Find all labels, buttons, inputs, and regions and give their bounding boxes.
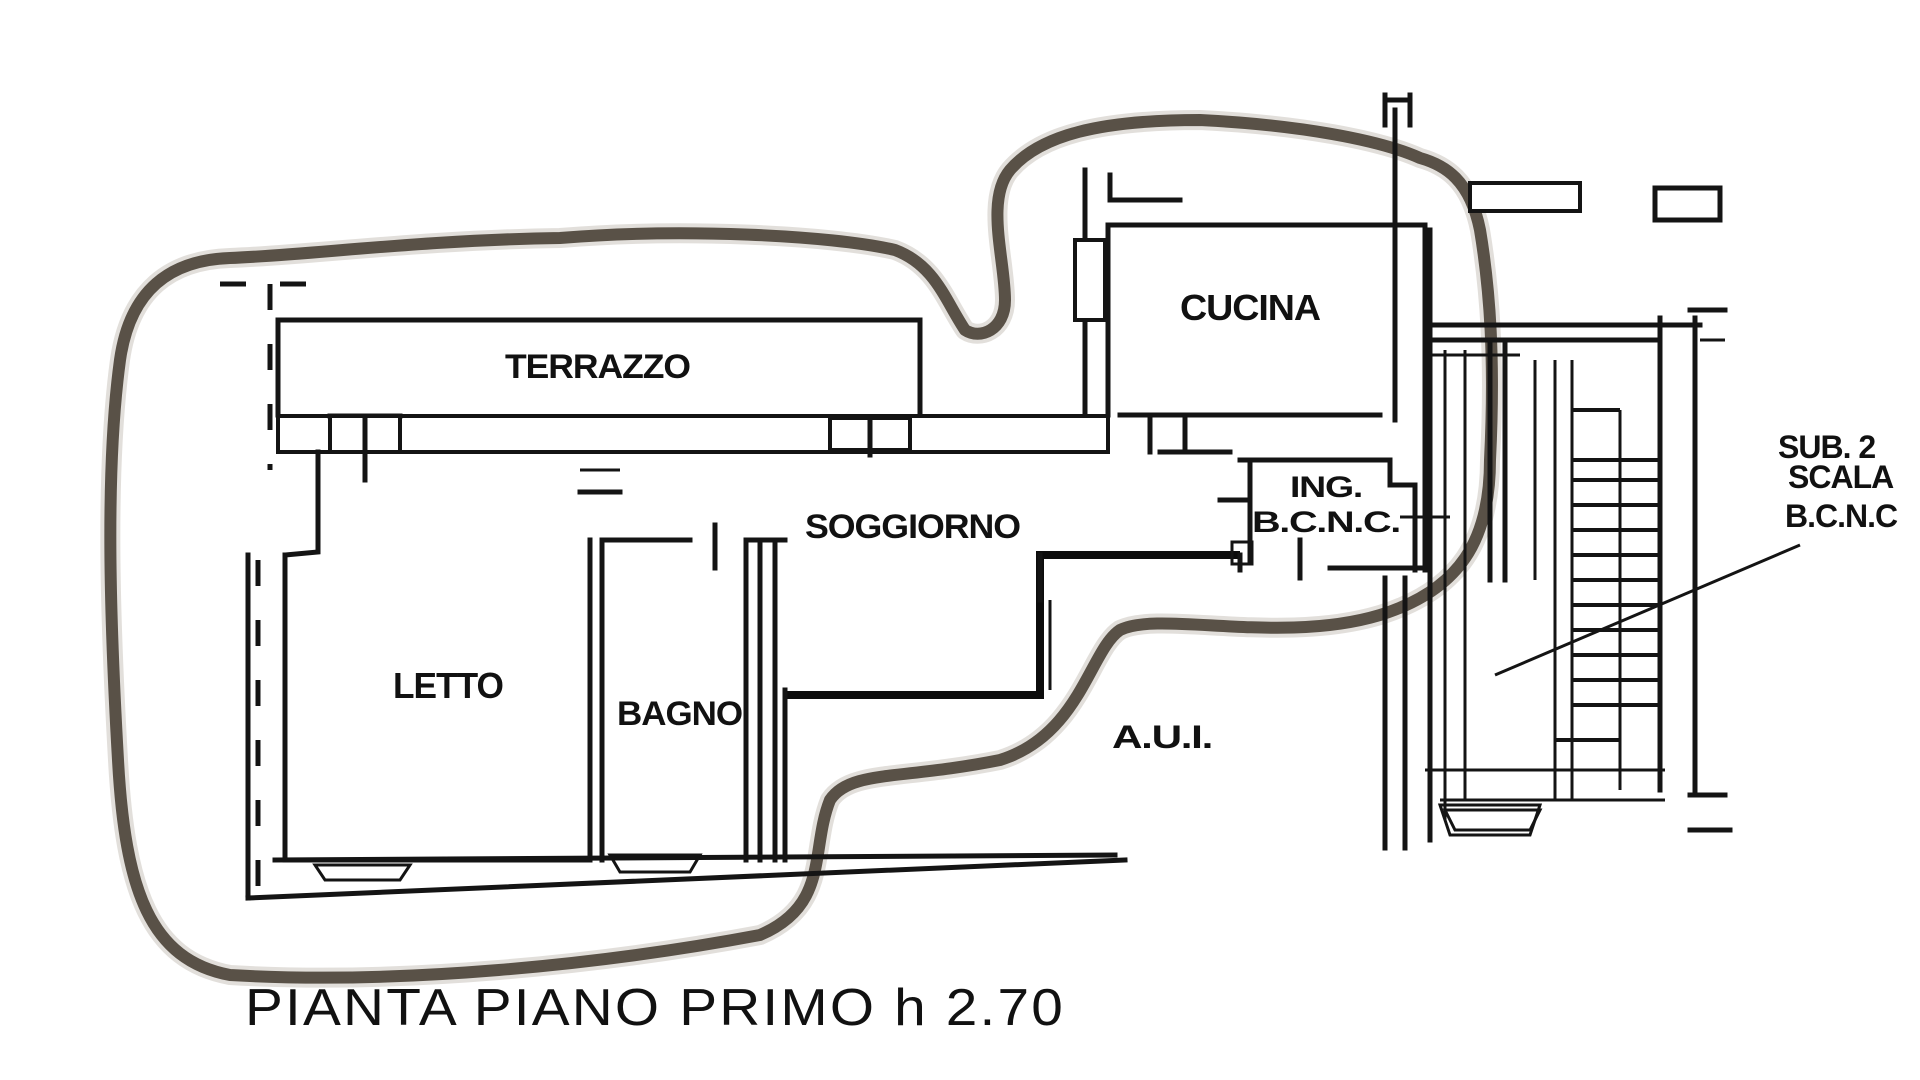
windows <box>312 808 1543 882</box>
ingresso-walls <box>1217 457 1450 581</box>
adjacent-bcnc-label: B.C.N.C <box>1785 498 1898 534</box>
room-label-ing: ING. <box>1290 471 1362 504</box>
terrace-edge-dashes <box>220 281 340 470</box>
room-label-aui: A.U.I. <box>1112 719 1212 755</box>
plan-title: PIANTA PIANO PRIMO h 2.70 <box>245 979 1065 1037</box>
room-label-ing-bcnc: B.C.N.C. <box>1252 506 1400 539</box>
letto-walls <box>282 468 623 863</box>
room-label-soggiorno: SOGGIORNO <box>805 508 1021 546</box>
room-label-bagno: BAGNO <box>617 695 743 733</box>
room-label-letto: LETTO <box>393 665 503 706</box>
cucina-walls <box>1073 107 1423 455</box>
bagno-walls <box>599 522 788 863</box>
unit-boundary-outline <box>100 110 1502 988</box>
room-label-cucina: CUCINA <box>1180 287 1321 328</box>
adjacent-scala-label: SCALA <box>1788 459 1894 495</box>
upper-right-walls <box>1382 92 1723 223</box>
soggiorno-walls <box>782 551 1240 863</box>
room-label-terrazzo: TERRAZZO <box>505 348 691 386</box>
terrace-parapet-wall <box>276 413 1110 483</box>
aui-walls <box>1382 575 1408 851</box>
adjacent-sub-label: SUB. 2 <box>1778 429 1875 465</box>
sub-leader-line <box>1494 543 1801 677</box>
stairwell <box>1422 222 1733 843</box>
